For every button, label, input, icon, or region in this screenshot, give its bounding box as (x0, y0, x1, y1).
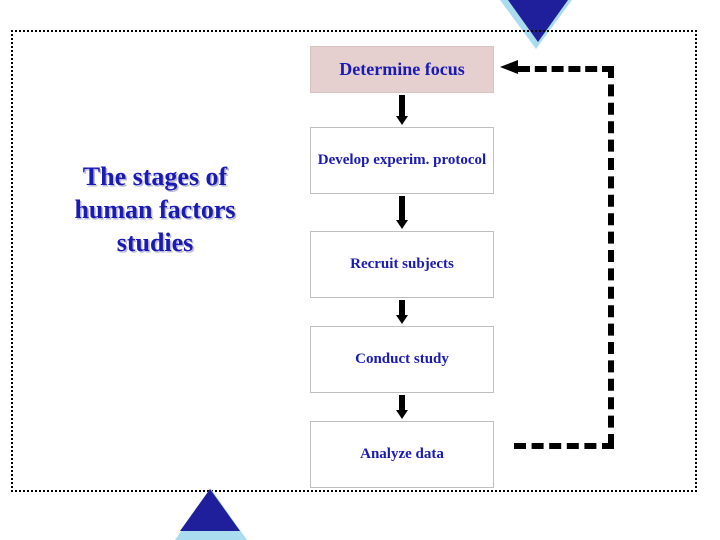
flow-step-develop-protocol[interactable]: Develop experim. protocol (310, 127, 494, 194)
flow-arrow-1-icon (396, 95, 408, 125)
flow-step-analyze-data[interactable]: Analyze data (310, 421, 494, 488)
flow-arrow-3-icon (396, 300, 408, 324)
feedback-loop-right-segment (608, 66, 614, 446)
flow-arrow-2-icon (396, 196, 408, 229)
page-title-line-2: human factors (74, 195, 236, 224)
flow-step-conduct-study[interactable]: Conduct study (310, 326, 494, 393)
page-title-line-1: The stages of (82, 162, 228, 191)
feedback-loop-top-segment (518, 66, 614, 72)
slide-dotted-frame (11, 30, 697, 492)
decorative-triangle-top-dark (508, 0, 568, 42)
feedback-loop-arrow-icon (500, 60, 518, 74)
decorative-triangle-bottom-dark (180, 489, 240, 531)
flow-step-recruit-subjects[interactable]: Recruit subjects (310, 231, 494, 298)
flow-step-determine-focus[interactable]: Determine focus (310, 46, 494, 93)
feedback-loop-bottom-segment (514, 443, 614, 449)
page-title: The stages of human factors studies (30, 160, 280, 259)
flow-arrow-4-icon (396, 395, 408, 419)
page-title-line-3: studies (116, 228, 194, 257)
